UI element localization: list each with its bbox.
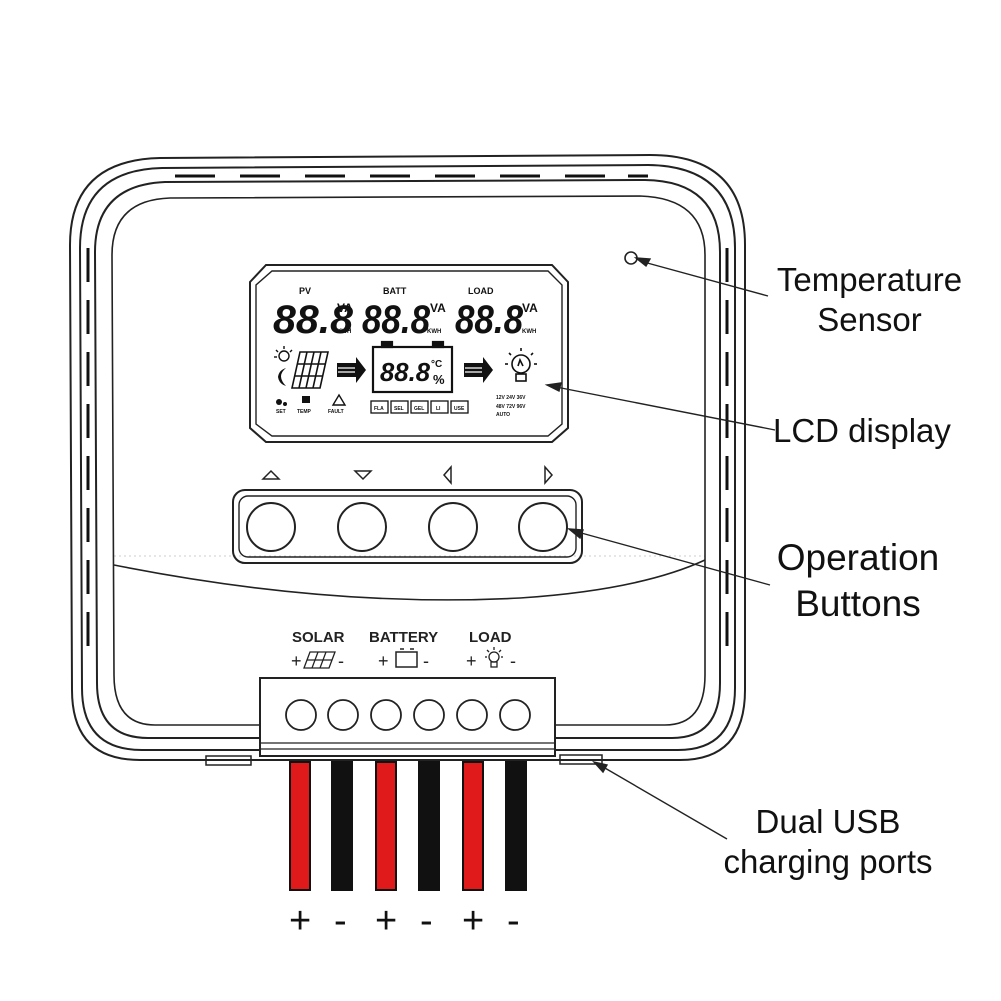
battery-negative-wire <box>418 761 440 891</box>
callout-operation-buttons: Operation Buttons <box>752 535 964 627</box>
sun-icon <box>274 346 293 362</box>
callout-temperature-line2: Sensor <box>817 301 922 338</box>
load-positive-wire <box>462 761 484 891</box>
left-button[interactable] <box>428 502 478 552</box>
callout-temperature-sensor: Temperature Sensor <box>762 260 977 340</box>
lcd-status-fault: FAULT <box>328 409 344 415</box>
lcd-load-unit: VA <box>522 301 538 315</box>
warning-icon <box>331 393 347 406</box>
lcd-center-value: 88.8 <box>380 357 431 387</box>
up-arrow-icon <box>261 469 281 480</box>
lcd-mode-gel: GEL <box>414 406 424 412</box>
lcd-status-set: SET <box>276 409 286 415</box>
lcd-pv-label: PV <box>299 286 311 296</box>
callout-usb-line1: Dual USB <box>755 803 901 840</box>
lcd-mode-li: LI <box>436 406 441 412</box>
button-direction-icons <box>261 465 553 485</box>
terminal-polarity-marks: + - + - + - <box>291 651 516 671</box>
lcd-display <box>249 264 569 443</box>
load-plus: + <box>466 651 477 671</box>
callout-lcd-display: LCD display <box>773 411 988 451</box>
lcd-center-unit-pct: % <box>433 372 445 387</box>
solar-panel-icon <box>303 651 336 669</box>
lcd-pv-kwh: KWH <box>337 329 351 335</box>
lcd-content: PV BATT LOAD 88.8 88.8 88.8 VA VA VA KWH… <box>273 286 538 418</box>
wire-polarity-6: - <box>507 900 520 942</box>
terminal-label-solar: SOLAR <box>292 629 345 646</box>
right-button[interactable] <box>518 502 568 552</box>
down-button[interactable] <box>337 502 387 552</box>
settings-icon <box>276 399 287 406</box>
callout-usb-line2: charging ports <box>723 843 933 880</box>
wire-polarity-labels: + - + - + - <box>289 900 520 942</box>
lcd-center-unit-c: °C <box>431 359 442 370</box>
moon-icon <box>278 368 286 386</box>
solar-panel-icon <box>291 351 329 389</box>
usb-port <box>205 754 603 766</box>
solar-minus: - <box>338 651 344 671</box>
battery-icon <box>395 648 418 668</box>
lcd-batt-unit: VA <box>430 301 446 315</box>
lcd-pv-value: 88.8 <box>273 298 354 342</box>
callout-usb-ports: Dual USB charging ports <box>690 802 966 882</box>
lcd-load-kwh: KWH <box>522 329 536 335</box>
callout-operation-line1: Operation <box>776 537 940 578</box>
wire-polarity-4: - <box>420 900 433 942</box>
load-minus: - <box>510 651 516 671</box>
lcd-status-temp: TEMP <box>297 409 312 415</box>
battery-icon <box>371 340 454 394</box>
arrow-icon <box>337 357 366 383</box>
right-arrow-icon <box>544 465 553 485</box>
battery-plus: + <box>378 651 389 671</box>
terminal-label-load: LOAD <box>469 629 512 646</box>
battery-positive-wire <box>375 761 397 891</box>
lcd-load-label: LOAD <box>468 286 494 296</box>
left-arrow-icon <box>443 465 452 485</box>
load-negative-wire <box>505 761 527 891</box>
lcd-pv-unit: VA <box>337 301 353 315</box>
wires <box>289 761 527 891</box>
callout-operation-line2: Buttons <box>795 583 921 624</box>
lightbulb-icon <box>505 348 537 382</box>
lcd-batt-label: BATT <box>383 286 407 296</box>
down-arrow-icon <box>353 470 373 481</box>
lcd-voltage-line1: 12V 24V 36V <box>496 395 526 401</box>
solar-plus: + <box>291 651 302 671</box>
battery-mode-boxes <box>370 400 469 414</box>
solar-negative-wire <box>331 761 353 891</box>
wire-polarity-3: + <box>375 900 397 942</box>
arrow-icon <box>464 357 493 383</box>
lcd-load-value: 88.8 <box>455 298 524 342</box>
lcd-voltage-line3: AUTO <box>496 412 510 418</box>
housing <box>68 153 746 761</box>
button-panel <box>232 489 583 564</box>
wire-polarity-2: - <box>334 900 347 942</box>
lcd-mode-use: USE <box>454 406 465 412</box>
lcd-voltage-line2: 48V 72V 96V <box>496 404 526 410</box>
lcd-mode-sel: SEL <box>394 406 404 412</box>
callout-lcd-text: LCD display <box>773 412 951 449</box>
wire-polarity-5: + <box>462 900 484 942</box>
battery-minus: - <box>423 651 429 671</box>
side-ribs <box>86 248 729 646</box>
terminal-label-battery: BATTERY <box>369 629 438 646</box>
lightbulb-icon <box>485 647 503 668</box>
leader-lines <box>544 257 776 840</box>
callout-temperature-line1: Temperature <box>776 261 963 298</box>
lcd-mode-fla: FLA <box>374 406 384 412</box>
lcd-batt-kwh: KWH <box>427 329 441 335</box>
lcd-batt-value: 88.8 <box>362 298 431 342</box>
temperature-icon <box>302 396 310 403</box>
wire-polarity-1: + <box>289 900 311 942</box>
terminal-screws <box>285 699 531 731</box>
up-button[interactable] <box>246 502 296 552</box>
solar-positive-wire <box>289 761 311 891</box>
